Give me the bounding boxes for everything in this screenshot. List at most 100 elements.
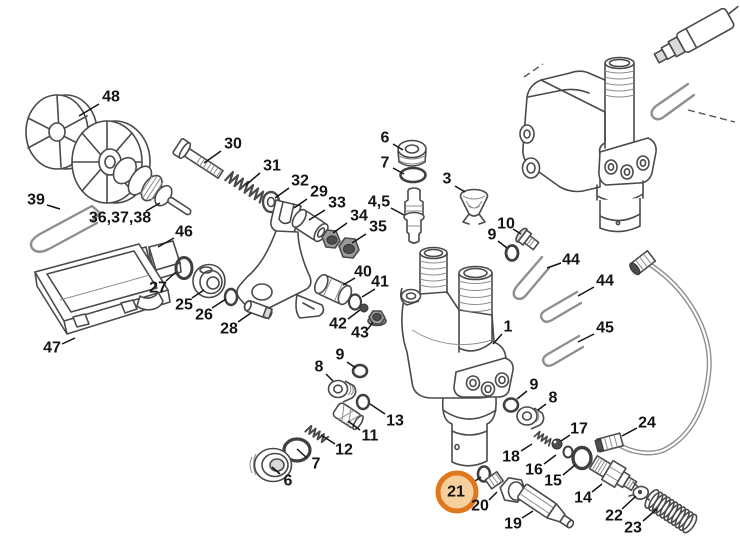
leader-line-14 [591,483,603,493]
leader-line-10 [512,228,522,235]
part-26-o-ring [223,287,239,307]
leader-line-7 [296,448,308,459]
part-label-17: 17 [570,421,588,438]
leader-line-7 [392,167,405,175]
part-label-14: 14 [574,490,592,507]
part-label-16: 16 [525,462,543,479]
part-31-spring [224,170,265,204]
part-label-26: 26 [195,307,213,324]
part-7-o-ring-lower [282,437,312,463]
part-3-strainer [459,188,489,225]
part-label-33: 33 [328,195,346,212]
part-12-spring [304,424,330,444]
part-33-sleeve [291,208,329,243]
part-label-47: 47 [43,340,61,357]
leader-line-46 [157,237,175,248]
part-label-28: 28 [220,321,238,338]
part-44-clip-b [539,290,583,323]
leader-line-44 [577,286,595,297]
part-15-o-ring [571,445,593,471]
part-41-o-ring [347,293,363,311]
leader-dash-right [687,109,736,123]
part-30-bolt [172,138,224,179]
leader-line-11 [347,420,361,431]
leader-line-34 [332,222,348,234]
leader-line-27 [165,271,177,282]
part-36-37-38-shaft-set [112,156,192,216]
part-piston-cartridge [653,5,739,64]
part-label-27: 27 [149,280,167,297]
part-13-o-ring [355,393,371,411]
part-label-9: 9 [488,227,497,244]
leader-line-9 [346,361,357,369]
part-16-o-ring [562,445,574,459]
leader-line-17 [560,434,571,442]
leader-line-39 [46,204,61,210]
part-34-nut [321,229,341,249]
part-45-clip [541,334,585,367]
part-label-10: 10 [497,216,515,233]
part-label-21[interactable]: 21 [447,484,465,501]
leader-line-31 [245,172,261,186]
part-22-clip [628,482,650,501]
leader-line-8 [537,403,547,411]
part-27-o-ring [174,256,194,280]
leader-line-3 [454,185,466,193]
part-8-plug-left [327,379,357,403]
leader-line-24 [621,427,638,437]
part-40-coupler [313,273,353,306]
part-label-39: 39 [27,192,45,209]
part-label-7: 7 [312,456,321,473]
part-label-29: 29 [310,184,328,201]
part-label-3: 3 [443,171,452,188]
leader-line-33 [308,209,326,221]
part-47-base-tray [34,243,171,335]
leader-line-12 [320,434,336,445]
part-1-pump-housing [400,246,514,467]
leader-line-35 [351,233,367,244]
part-label-43: 43 [351,325,369,342]
part-label-7: 7 [381,155,390,172]
leader-line-23 [642,508,658,522]
leader-line-41 [361,288,376,298]
leader-line-28 [237,312,252,323]
leader-line-4-5 [390,207,405,216]
leader-line-9 [516,390,528,400]
leader-line-36-37-38 [145,202,161,212]
leader-line-47 [61,337,76,345]
part-label-34: 34 [350,208,368,225]
part-6-plug-top [397,139,427,167]
part-label-9: 9 [530,377,539,394]
part-label-11: 11 [362,428,379,445]
part-23-spring [644,489,698,534]
part-24-hose [594,249,712,456]
part-17-ball [551,438,563,450]
part-label-42: 42 [329,316,347,333]
part-39-cotter-pin [29,204,102,253]
part-35-nut [338,237,360,259]
part-label-44: 44 [562,252,580,269]
part-label-24: 24 [638,415,656,432]
highlight-ring[interactable] [435,470,479,514]
leader-line-20 [488,491,498,501]
part-label-32: 32 [291,173,309,190]
part-label-41: 41 [371,274,389,291]
part-7-o-ring-top [399,166,427,184]
part-8-plug-right [516,406,545,430]
leader-line-43 [367,321,374,330]
part-19-injector-body [516,483,575,529]
part-label-45: 45 [596,320,614,337]
part-18-spring [533,430,552,447]
part-44-clip-a [512,255,551,301]
leader-line-22 [621,495,637,510]
leader-line-6 [392,143,404,151]
part-label-40: 40 [354,264,372,281]
leader-line-8 [325,373,334,382]
part-label-35: 35 [369,219,387,236]
part-43-nut [367,310,387,327]
leader-line-45 [577,333,595,343]
part-label-8: 8 [549,390,558,407]
part-label-46: 46 [175,224,193,241]
